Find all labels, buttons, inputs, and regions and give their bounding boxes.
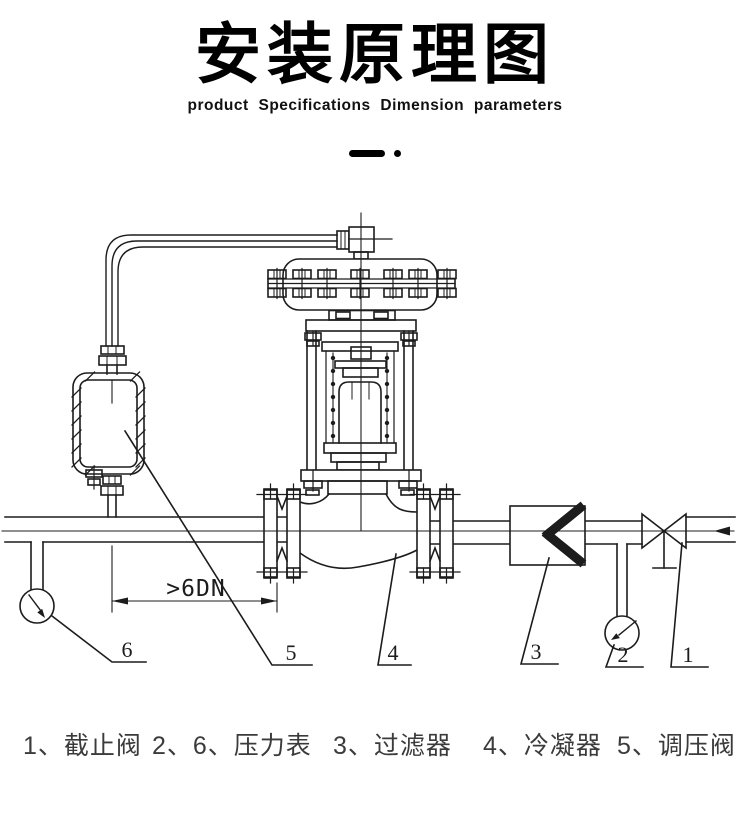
actuator bbox=[267, 226, 457, 496]
callouts: 6 5 4 3 2 1 bbox=[50, 429, 709, 668]
dimension-label: >6DN bbox=[166, 576, 225, 602]
inlet-flange bbox=[256, 483, 308, 584]
outlet-flange bbox=[409, 483, 461, 584]
divider-dot bbox=[394, 150, 401, 157]
legend-item-condenser: 4、冷凝器 bbox=[483, 732, 602, 760]
callout-6: 6 bbox=[122, 637, 133, 662]
title-divider bbox=[0, 150, 750, 157]
callout-1: 1 bbox=[683, 642, 694, 667]
pressure-gauge-6 bbox=[19, 588, 55, 624]
callout-3: 3 bbox=[531, 639, 542, 664]
legend: 1、截止阀 2、6、压力表 3、过滤器 4、冷凝器 5、调压阀 bbox=[0, 726, 750, 760]
page-title: 安装原理图 bbox=[195, 17, 555, 91]
divider-dash bbox=[349, 150, 385, 157]
impulse-pipe bbox=[105, 234, 338, 347]
legend-item-stop-valve: 1、截止阀 bbox=[23, 732, 142, 760]
legend-item-regulating-valve: 5、调压阀 bbox=[617, 732, 736, 760]
pressure-gauge-2 bbox=[604, 615, 640, 651]
dimension: >6DN bbox=[111, 545, 278, 613]
pipeline bbox=[4, 516, 736, 617]
stop-valve bbox=[641, 512, 687, 569]
legend-item-pressure-gauge: 2、6、压力表 bbox=[152, 732, 312, 760]
condenser-vessel bbox=[71, 345, 146, 518]
control-valve-body bbox=[256, 483, 461, 584]
centerlines bbox=[1, 212, 735, 536]
callout-2: 2 bbox=[618, 642, 629, 667]
callout-4: 4 bbox=[388, 640, 399, 665]
callout-5: 5 bbox=[286, 640, 297, 665]
page-subtitle: product Specifications Dimension paramet… bbox=[187, 96, 563, 114]
legend-item-filter: 3、过滤器 bbox=[333, 732, 452, 760]
filter-box bbox=[509, 501, 587, 568]
flow-arrow bbox=[714, 526, 730, 536]
page-header: 安装原理图 product Specifications Dimension p… bbox=[0, 18, 750, 115]
